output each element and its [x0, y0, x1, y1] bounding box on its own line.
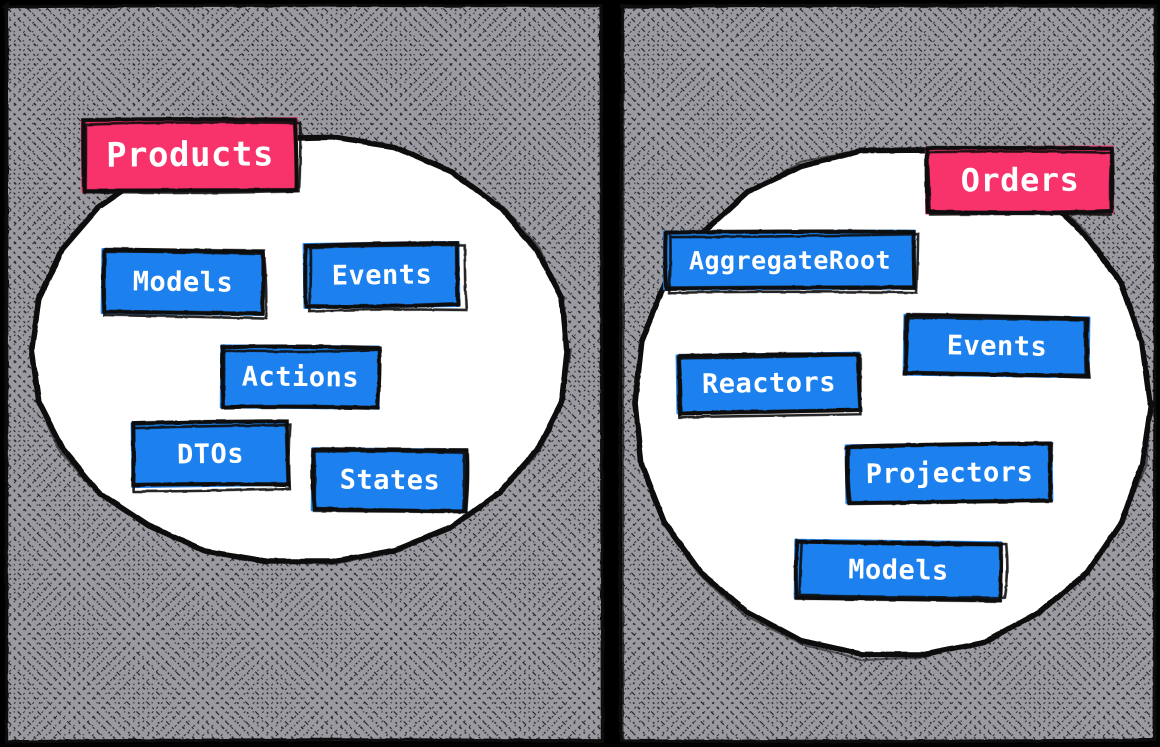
diagram-svg — [1, 0, 1158, 744]
